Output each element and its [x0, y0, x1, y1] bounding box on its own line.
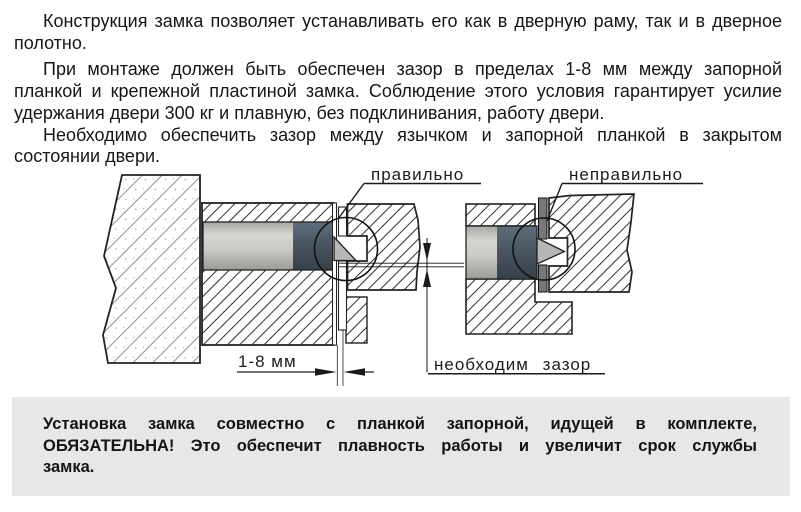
note-line: замка. [43, 458, 95, 477]
leader-line [546, 183, 563, 222]
dimension-arrow [315, 368, 337, 376]
strike-plate-lower [538, 264, 548, 293]
latch-bolt-head [293, 222, 333, 270]
dimension-arrow [423, 243, 431, 261]
correct-callout: правильно [337, 165, 481, 220]
incorrect-callout: неправильно [546, 165, 703, 222]
door-frame [548, 193, 635, 293]
warning-note: Установка замка совместно с планкой запо… [12, 397, 790, 496]
required-gap-dimension [423, 238, 431, 373]
intro-text: Конструкция замка позволяет устанавливат… [14, 11, 782, 168]
door-panel [102, 174, 201, 364]
text-line: При монтаже должен быть обеспечен зазор … [43, 59, 782, 80]
gap-label: необходим зазор [434, 355, 591, 374]
text-line: Конструкция замка позволяет устанавливат… [43, 11, 782, 31]
latch-tongue [536, 236, 567, 266]
incorrect-label: неправильно [569, 165, 683, 184]
dimension-arrow [423, 269, 431, 287]
latch-bolt-body [466, 226, 497, 279]
strike-plate-upper [337, 206, 348, 237]
text-line: состоянии двери. [14, 146, 161, 167]
leader-line [337, 183, 365, 220]
gap-dimension: 1-8 мм [237, 352, 374, 376]
note-line: ОБЯЗАТЕЛЬНА! Это обеспечит плавность раб… [43, 436, 757, 455]
latch-tongue [333, 235, 358, 262]
correct-label: правильно [371, 165, 464, 184]
detail-circle [512, 217, 576, 281]
incorrect-assembly: неправильно [465, 165, 703, 335]
dimension-label: 1-8 мм [238, 352, 297, 371]
lock-faceplate [332, 202, 337, 346]
text-line: удержания двери 300 кг и плавную, без по… [14, 102, 605, 123]
latch-bolt-body [203, 222, 293, 270]
frame-lower-piece [345, 296, 368, 344]
note-line: Установка замка совместно с планкой запо… [43, 415, 757, 433]
gap-callout: необходим зазор [428, 355, 605, 375]
detail-circle [313, 216, 379, 282]
dimension-arrow [343, 368, 365, 376]
text-line: Необходимо обеспечить зазор между язычко… [43, 124, 782, 145]
lock-body-upper [465, 203, 536, 227]
text-line: планкой и крепежной пластиной замка. Соб… [14, 81, 782, 102]
text-line: полотно. [14, 32, 87, 53]
door-frame [346, 203, 421, 291]
correct-assembly: 1-8 мм правильно необходим зазор [102, 165, 605, 386]
strike-plate-lower [337, 260, 348, 331]
